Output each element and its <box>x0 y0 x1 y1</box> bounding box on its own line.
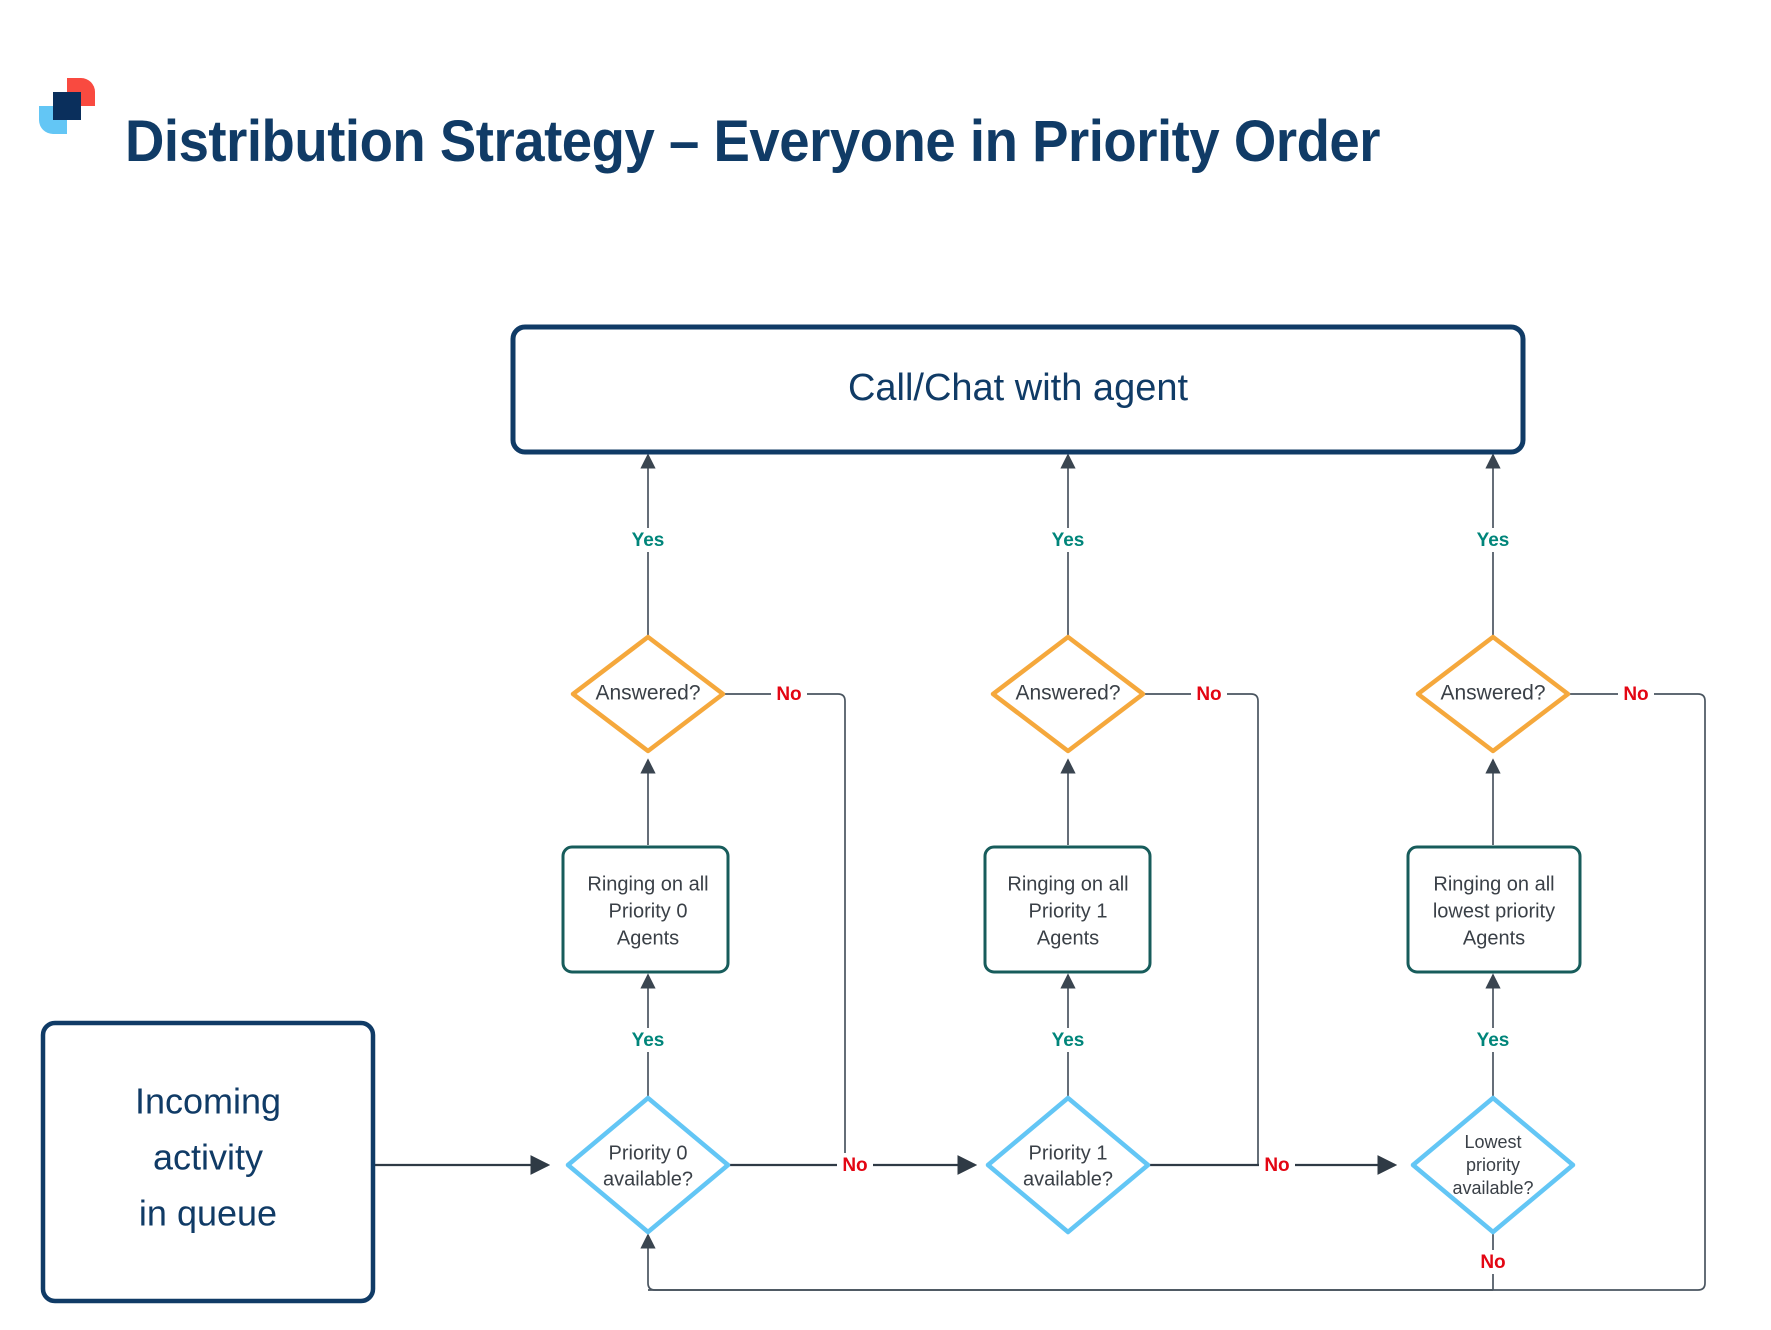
page-title: Distribution Strategy – Everyone in Prio… <box>125 109 1381 174</box>
label-no-answered-0: No <box>776 684 801 705</box>
label-no-avail-1: No <box>1264 1155 1289 1176</box>
node-answered-2[interactable]: Answered? <box>1415 634 1571 754</box>
node-ringing-0[interactable]: Ringing on all Priority 0 Agents <box>561 845 730 974</box>
node-answered-0[interactable]: Answered? <box>570 634 726 754</box>
label-no-avail-2: No <box>1480 1252 1505 1273</box>
edge-bottom-loop-to-avail0 <box>640 1233 1493 1291</box>
label-yes-avail-0: Yes <box>632 1030 665 1051</box>
node-avail-2[interactable]: Lowest priority available? <box>1410 1095 1576 1235</box>
node-incoming-line-3: in queue <box>139 1193 277 1234</box>
node-call-chat-with-agent[interactable]: Call/Chat with agent <box>510 324 1526 455</box>
node-incoming-line-1: Incoming <box>135 1081 281 1122</box>
label-yes-answered-0: Yes <box>632 530 665 551</box>
node-incoming-activity[interactable]: Incoming activity in queue <box>40 1020 376 1304</box>
node-incoming-line-2: activity <box>153 1137 263 1178</box>
node-ringing-1-line-1: Ringing on all <box>1007 873 1128 895</box>
label-yes-avail-2: Yes <box>1477 1030 1510 1051</box>
node-call-chat-label: Call/Chat with agent <box>848 367 1189 409</box>
node-answered-1[interactable]: Answered? <box>990 634 1146 754</box>
node-ringing-1[interactable]: Ringing on all Priority 1 Agents <box>983 845 1152 974</box>
node-avail-2-line-3: available? <box>1452 1178 1533 1198</box>
node-ringing-0-line-3: Agents <box>617 927 679 949</box>
logo-navy-square <box>53 92 81 120</box>
brand-logo <box>39 78 95 134</box>
edge-answered2-no <box>648 693 1706 1291</box>
node-ringing-0-line-2: Priority 0 <box>609 900 688 922</box>
node-answered-2-label: Answered? <box>1440 682 1545 705</box>
node-avail-2-line-1: Lowest <box>1464 1132 1521 1152</box>
label-yes-answered-1: Yes <box>1052 530 1085 551</box>
edge-labels: Yes Yes Yes Yes Yes Yes No No No No No N… <box>626 528 1654 1274</box>
edge-answered0-no <box>723 693 846 1165</box>
node-ringing-2[interactable]: Ringing on all lowest priority Agents <box>1406 845 1582 974</box>
label-no-answered-2: No <box>1623 684 1648 705</box>
node-avail-0-line-2: available? <box>603 1168 693 1190</box>
node-ringing-2-line-1: Ringing on all <box>1433 873 1554 895</box>
label-no-answered-1: No <box>1196 684 1221 705</box>
node-avail-2-line-2: priority <box>1466 1155 1520 1175</box>
node-ringing-1-line-3: Agents <box>1037 927 1099 949</box>
node-avail-0-line-1: Priority 0 <box>609 1142 688 1164</box>
label-yes-avail-1: Yes <box>1052 1030 1085 1051</box>
node-avail-1-line-1: Priority 1 <box>1029 1142 1108 1164</box>
label-no-avail-0: No <box>842 1155 867 1176</box>
node-answered-1-label: Answered? <box>1015 682 1120 705</box>
node-ringing-1-line-2: Priority 1 <box>1029 900 1108 922</box>
edge-answered1-no <box>1143 693 1259 1165</box>
node-ringing-2-line-3: Agents <box>1463 927 1525 949</box>
node-avail-1[interactable]: Priority 1 available? <box>985 1095 1151 1235</box>
node-avail-0[interactable]: Priority 0 available? <box>565 1095 731 1235</box>
node-answered-0-label: Answered? <box>595 682 700 705</box>
label-yes-answered-2: Yes <box>1477 530 1510 551</box>
node-ringing-0-line-1: Ringing on all <box>587 873 708 895</box>
node-avail-1-line-2: available? <box>1023 1168 1113 1190</box>
node-ringing-2-line-2: lowest priority <box>1433 900 1555 922</box>
